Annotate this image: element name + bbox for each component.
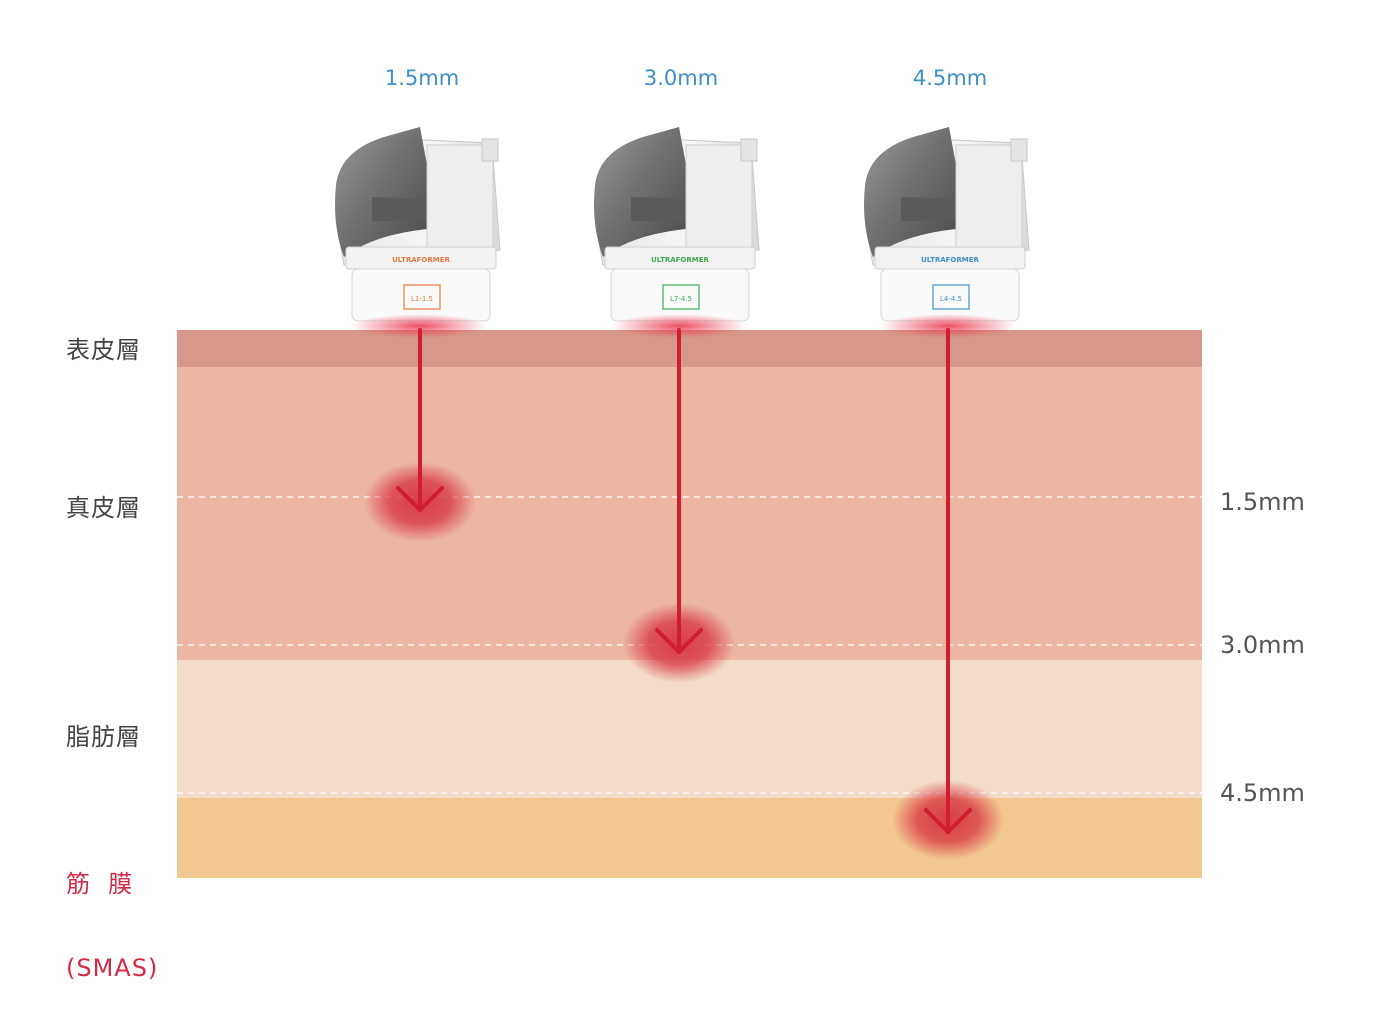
depth-marker-4-5: 4.5mm <box>1220 779 1305 807</box>
probe-code-1: L1-1.5 <box>411 295 433 303</box>
probe-3: ULTRAFORMER L4-4.5 <box>864 127 1030 322</box>
label-epidermis: 表皮層 <box>66 336 141 364</box>
layer-smas <box>177 798 1202 878</box>
depth-marker-1-5: 1.5mm <box>1220 488 1305 516</box>
probe-depth-label-2: 3.0mm <box>643 66 719 90</box>
contact-glow-2 <box>611 314 747 338</box>
probe-brand-2: ULTRAFORMER <box>651 256 709 264</box>
probe-code-2: L7-4.5 <box>670 295 692 303</box>
label-smas: 筋 膜 (SMAS) <box>66 814 158 1010</box>
arrow-1-5 <box>396 328 444 512</box>
label-smas-line1: 筋 膜 <box>66 870 134 898</box>
probe-depth-label-3: 4.5mm <box>912 66 988 90</box>
label-dermis: 真皮層 <box>66 494 141 522</box>
probe-brand-1: ULTRAFORMER <box>392 256 450 264</box>
arrow-4-5 <box>924 328 972 834</box>
contact-glow-3 <box>880 314 1016 338</box>
label-smas-line2: (SMAS) <box>66 954 159 982</box>
probe-code-3: L4-4.5 <box>940 295 962 303</box>
layer-fat <box>177 660 1202 798</box>
label-fat: 脂肪層 <box>66 723 141 751</box>
depth-marker-3-0: 3.0mm <box>1220 631 1305 659</box>
probe-1: ULTRAFORMER L1-1.5 <box>335 127 501 322</box>
arrow-3-0 <box>655 328 703 654</box>
probe-depth-label-1: 1.5mm <box>384 66 460 90</box>
probe-2: ULTRAFORMER L7-4.5 <box>594 127 760 322</box>
probe-brand-3: ULTRAFORMER <box>921 256 979 264</box>
contact-glow-1 <box>351 314 487 338</box>
